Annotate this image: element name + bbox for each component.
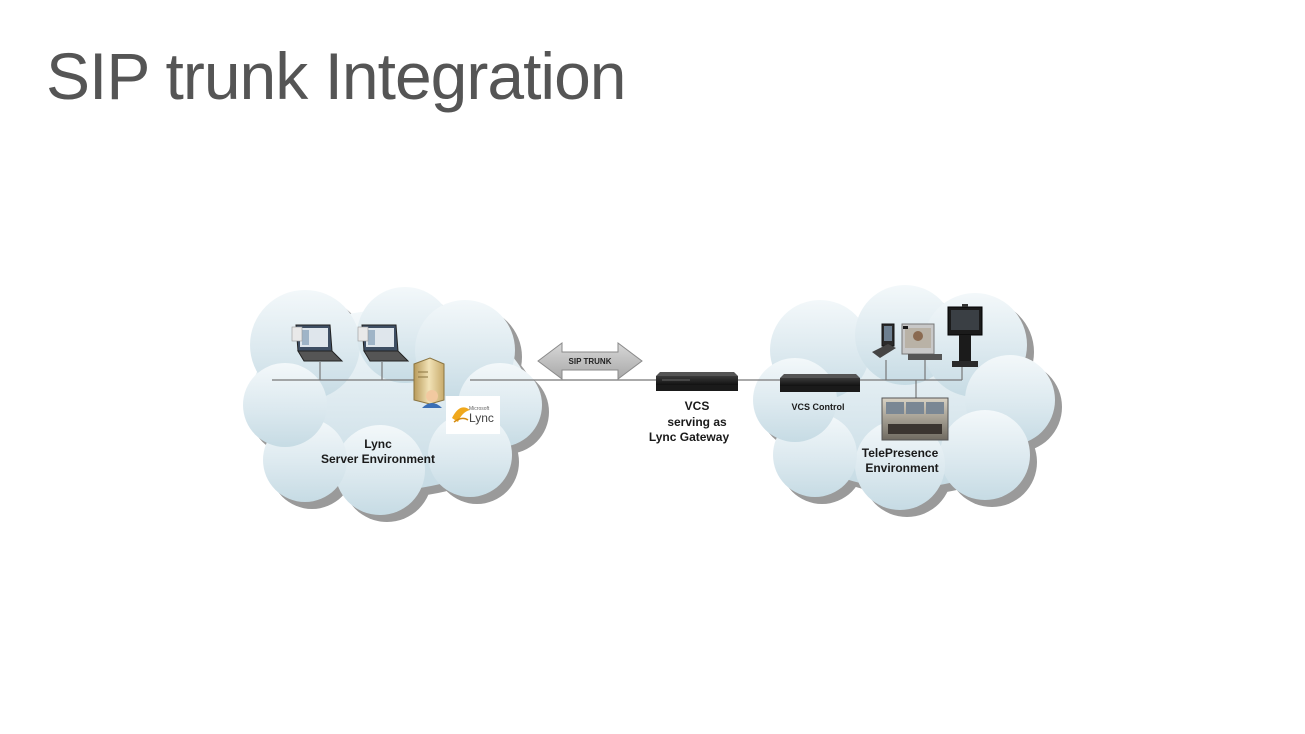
vcs-gateway-device	[656, 372, 738, 391]
sip-trunk-arrow: SIP TRUNK	[537, 342, 643, 380]
vcs-gateway-label-line3: Lync Gateway	[649, 430, 730, 444]
lync-env-label-line1: Lync	[364, 437, 392, 451]
lync-logo: Microsoft Lync	[446, 396, 500, 434]
vcs-gateway-label-line2: serving as	[667, 415, 727, 429]
vcs-control-label: VCS Control	[792, 402, 845, 412]
lync-logo-small-text: Microsoft	[469, 406, 490, 412]
slide-title: SIP trunk Integration	[46, 39, 626, 113]
video-phone-icon	[872, 323, 896, 358]
sip-trunk-label: SIP TRUNK	[569, 357, 612, 366]
telepresence-env-label-line1: TelePresence	[862, 446, 939, 460]
vcs-control-device	[780, 374, 860, 392]
conference-room-image	[881, 397, 949, 441]
lync-logo-text: Lync	[469, 411, 494, 425]
laptop-icon	[291, 324, 344, 362]
telepresence-env-label-line2: Environment	[865, 461, 938, 475]
video-endpoint-icon	[901, 323, 942, 360]
telepresence-cloud	[753, 285, 1062, 517]
laptop-icon	[357, 324, 410, 362]
lync-env-label-line2: Server Environment	[321, 452, 435, 466]
telepresence-unit-icon	[947, 304, 983, 367]
lync-cloud	[243, 287, 549, 522]
lync-server-icon	[413, 357, 445, 408]
vcs-gateway-label-line1: VCS	[685, 399, 710, 413]
